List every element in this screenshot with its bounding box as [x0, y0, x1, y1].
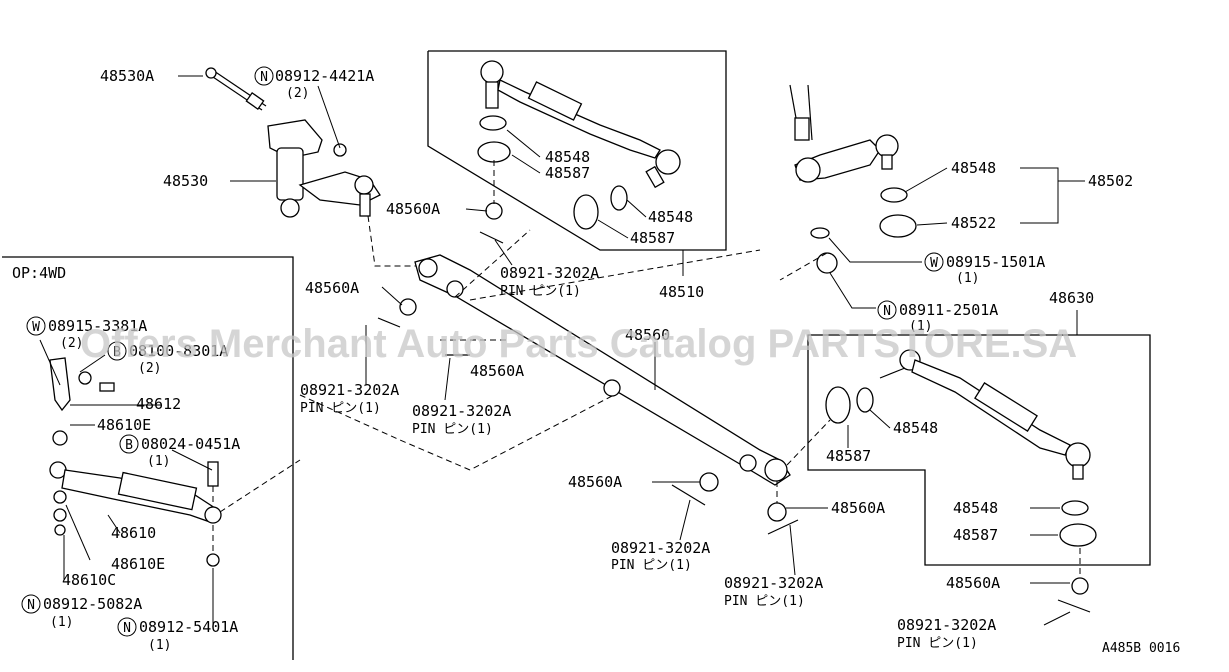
label-pin: PIN ピン(1) — [724, 594, 805, 609]
label-qty: (1) — [147, 454, 170, 469]
label-08921-3202A: 08921-3202A — [300, 381, 399, 399]
label-48548: 48548 — [893, 419, 938, 437]
label-qty: (2) — [286, 86, 309, 101]
idler-arm-assembly — [205, 67, 381, 218]
label-qty: (2) — [60, 336, 83, 351]
svg-text:B: B — [125, 438, 133, 453]
svg-text:N: N — [883, 304, 891, 319]
label-48612: 48612 — [136, 395, 181, 413]
marker-n-08912-5401A: N — [117, 617, 137, 637]
label-48630: 48630 — [1049, 289, 1094, 307]
marker-n-08911-2501A: N — [877, 300, 897, 320]
marker-n-08912-5082A: N — [21, 594, 41, 614]
steering-damper-48610 — [49, 357, 222, 567]
label-48560A: 48560A — [386, 200, 440, 218]
label-pin: PIN ピン(1) — [500, 284, 581, 299]
left-option-frame — [2, 256, 294, 660]
label-08915-3381A: 08915-3381A — [48, 317, 147, 335]
label-08100-8301A: 08100-8301A — [129, 342, 228, 360]
label-08921-3202A: 08921-3202A — [724, 574, 823, 592]
relay-rod-48560 — [399, 254, 791, 486]
svg-text:N: N — [123, 621, 131, 636]
option-label: OP:4WD — [12, 264, 66, 282]
callout-labels: 48530A 08912-4421A (2) 48530 48560A 4854… — [12, 67, 1180, 656]
marker-b-08100-8301A: B — [107, 341, 127, 361]
label-48560: 48560 — [625, 326, 670, 344]
tie-rod-box-48630 — [807, 334, 1151, 566]
marker-w-08915-3381A: W — [26, 316, 46, 336]
label-08921-3202A: 08921-3202A — [500, 264, 599, 282]
label-08921-3202A: 08921-3202A — [897, 616, 996, 634]
label-pin: PIN ピン(1) — [412, 422, 493, 437]
label-48548: 48548 — [545, 148, 590, 166]
label-08912-5401A: 08912-5401A — [139, 618, 238, 636]
label-qty: (1) — [956, 271, 979, 286]
label-08024-0451A: 08024-0451A — [141, 435, 240, 453]
svg-text:N: N — [260, 70, 268, 85]
label-48502: 48502 — [1088, 172, 1133, 190]
svg-text:W: W — [930, 256, 938, 271]
label-48610E: 48610E — [111, 555, 165, 573]
label-08921-3202A: 08921-3202A — [611, 539, 710, 557]
label-08911-2501A: 08911-2501A — [899, 301, 998, 319]
marker-n-08912-4421A: N — [254, 66, 274, 86]
label-qty: (2) — [138, 361, 161, 376]
label-48560A: 48560A — [470, 362, 524, 380]
tie-rod-48630 — [825, 349, 1097, 595]
watermark: Offers Merchant Auto Parts Catalog PARTS… — [80, 322, 1077, 366]
label-08915-1501A: 08915-1501A — [946, 253, 1045, 271]
label-48610: 48610 — [111, 524, 156, 542]
label-48587: 48587 — [630, 229, 675, 247]
label-48548: 48548 — [951, 159, 996, 177]
label-48530A: 48530A — [100, 67, 154, 85]
label-48560A: 48560A — [946, 574, 1000, 592]
label-08912-4421A: 08912-4421A — [275, 67, 374, 85]
svg-text:B: B — [113, 345, 121, 360]
pitman-arm-48502 — [789, 84, 917, 274]
label-pin: PIN ピン(1) — [300, 401, 381, 416]
label-48610C: 48610C — [62, 571, 116, 589]
svg-text:N: N — [27, 598, 35, 613]
label-qty: (1) — [909, 319, 932, 334]
label-48560A: 48560A — [305, 279, 359, 297]
tie-rod-48510 — [477, 60, 681, 230]
label-qty: (1) — [148, 638, 171, 653]
label-48610E: 48610E — [97, 416, 151, 434]
label-pin: PIN ピン(1) — [897, 636, 978, 651]
label-48548: 48548 — [648, 208, 693, 226]
label-08921-3202A: 08921-3202A — [412, 402, 511, 420]
svg-text:W: W — [32, 320, 40, 335]
label-48530: 48530 — [163, 172, 208, 190]
tie-rod-box-48510 — [427, 50, 727, 251]
label-48560A: 48560A — [831, 499, 885, 517]
label-48560A: 48560A — [568, 473, 622, 491]
label-qty: (1) — [50, 615, 73, 630]
marker-w-08915-1501A: W — [924, 252, 944, 272]
label-48587: 48587 — [953, 526, 998, 544]
label-08912-5082A: 08912-5082A — [43, 595, 142, 613]
label-pin: PIN ピン(1) — [611, 558, 692, 573]
label-48587: 48587 — [545, 164, 590, 182]
label-48548: 48548 — [953, 499, 998, 517]
drawing-code: A485B 0016 — [1102, 641, 1180, 656]
label-48510: 48510 — [659, 283, 704, 301]
label-48522: 48522 — [951, 214, 996, 232]
marker-b-08024-0451A: B — [119, 434, 139, 454]
label-48587: 48587 — [826, 447, 871, 465]
